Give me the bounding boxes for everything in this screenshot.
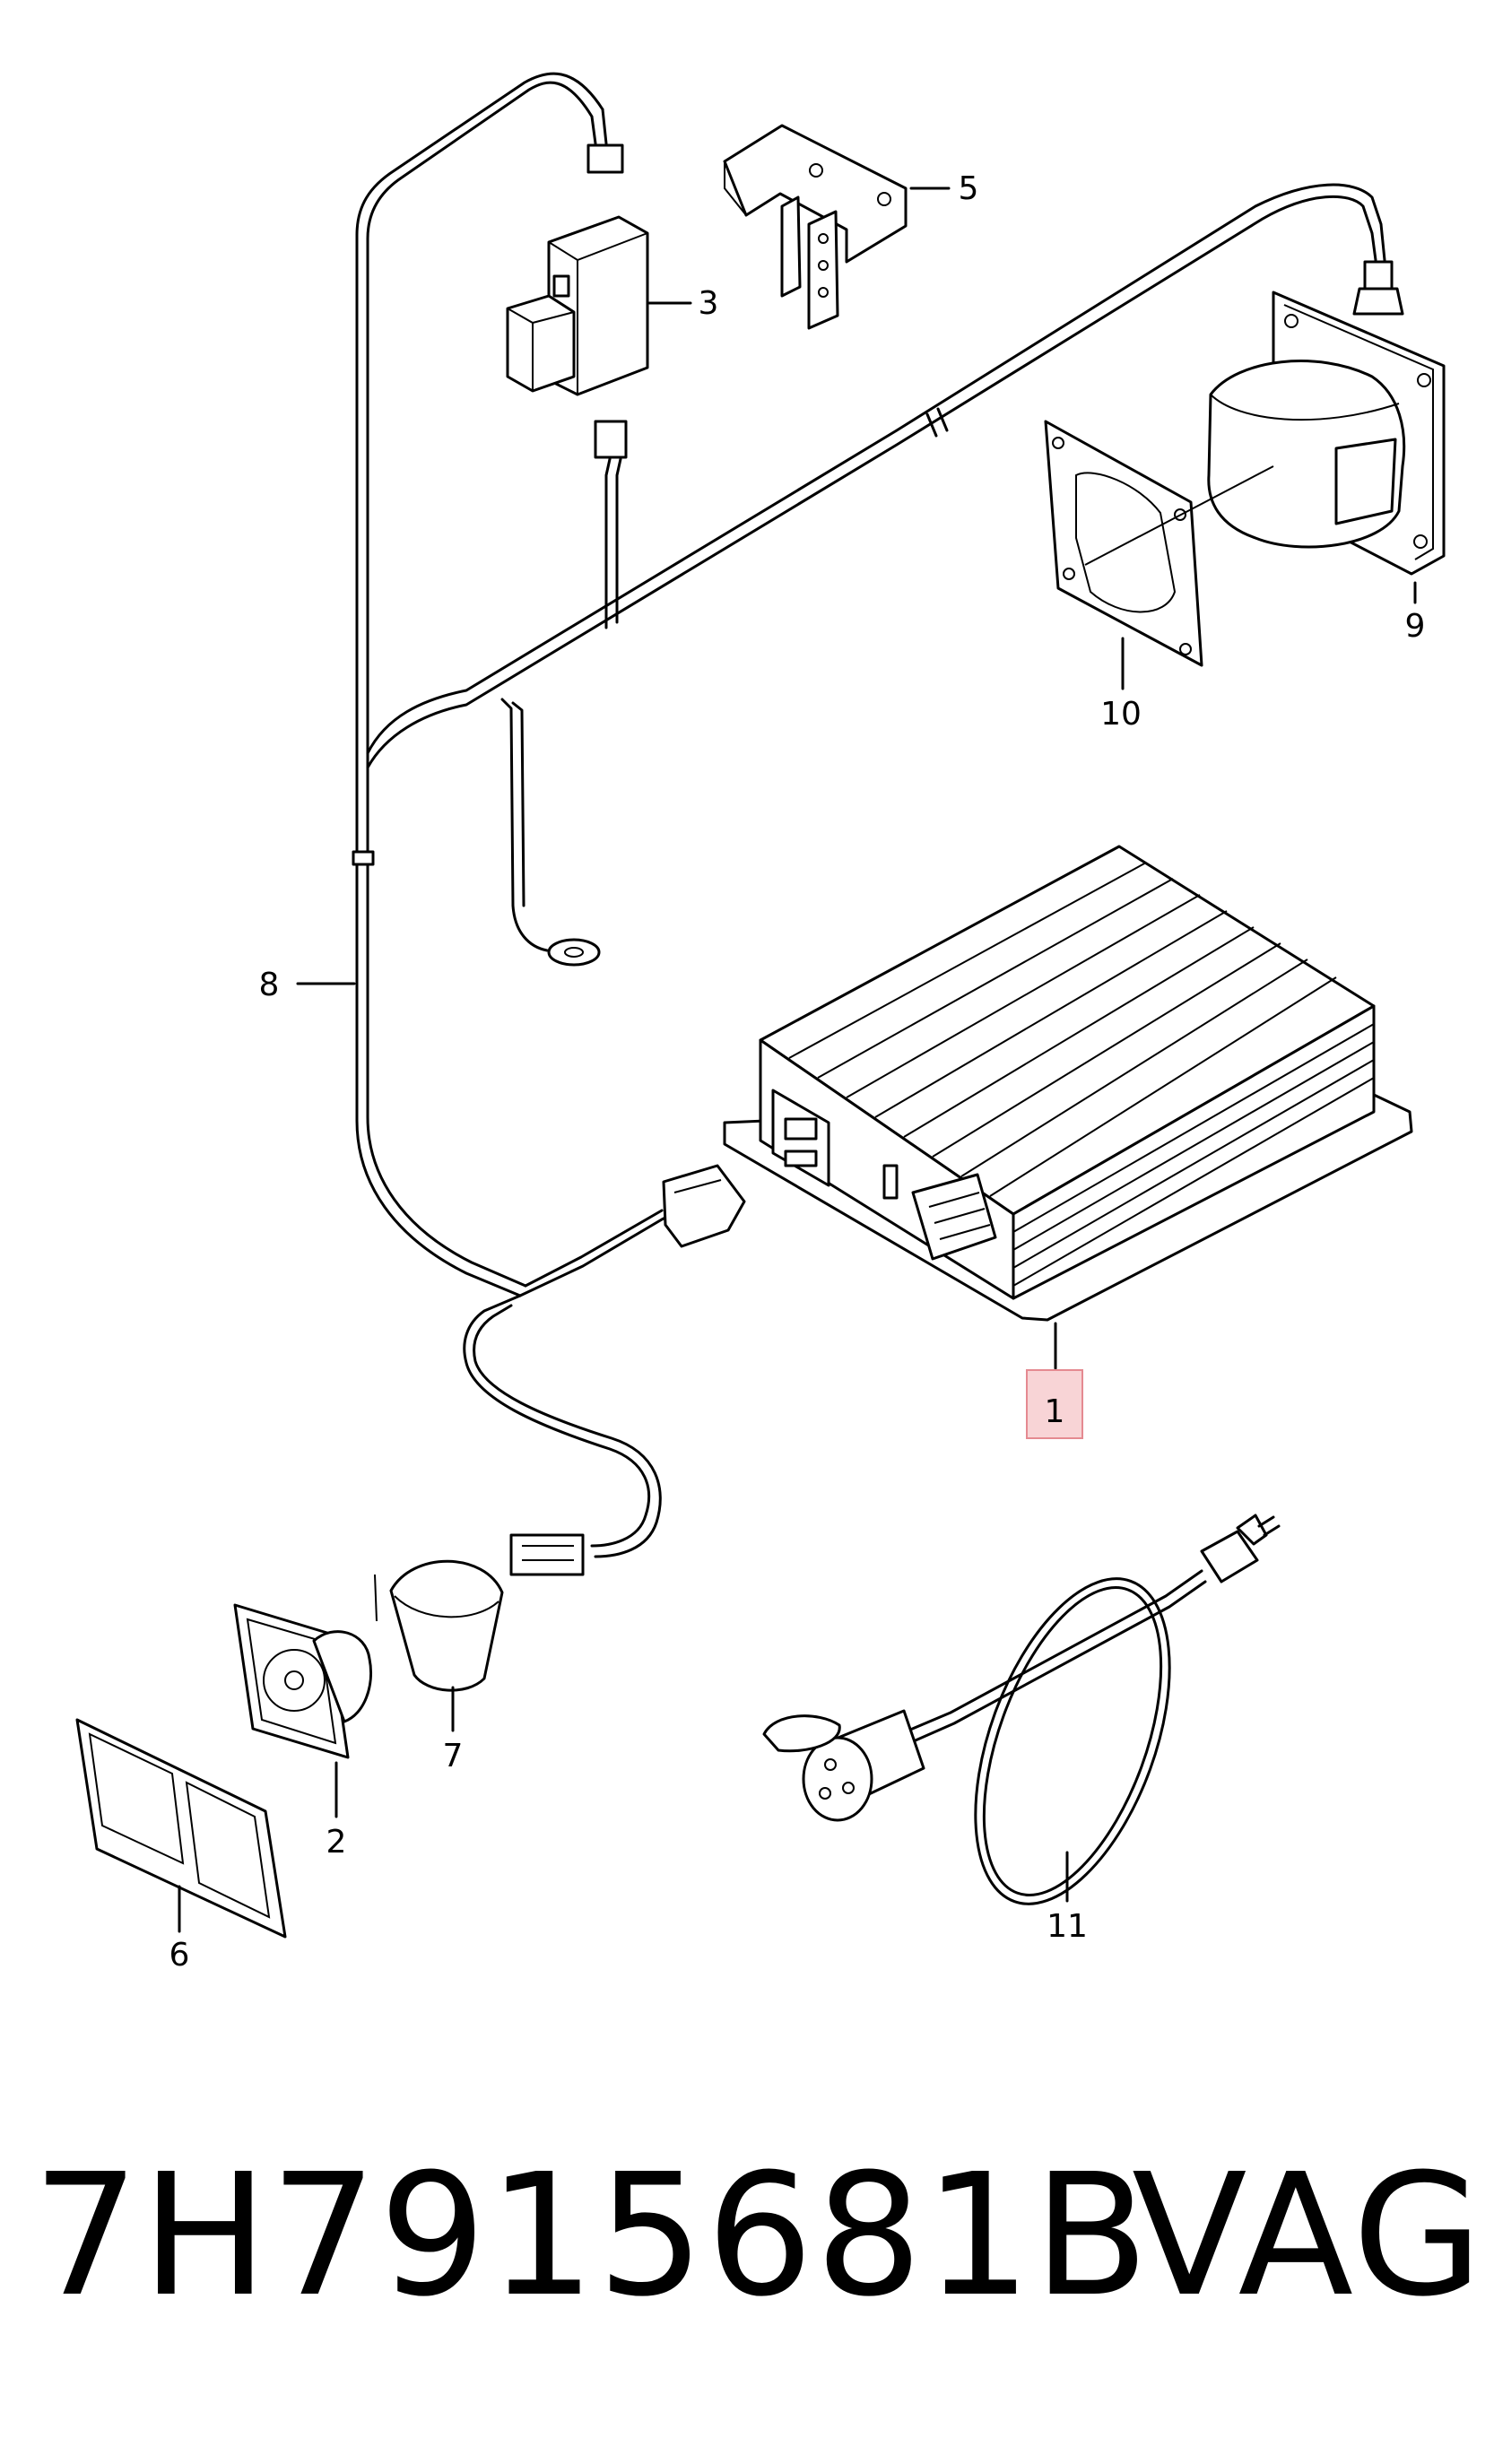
power-socket [233, 1603, 373, 1818]
callout-6-label: 6 [169, 1937, 190, 1974]
callout-1-label: 1 [1045, 1393, 1065, 1430]
part-number: 7H7915681B [32, 2138, 1151, 2334]
double-socket-frame [75, 1718, 287, 1939]
callout-8-label: 8 [259, 967, 280, 1003]
circuit-breaker [506, 215, 692, 396]
callout-7-label: 7 [443, 1738, 464, 1774]
wiring-harness [296, 72, 1404, 1576]
callout-10-label: 10 [1100, 696, 1142, 733]
callout-1 [1026, 1322, 1083, 1439]
callout-3-label: 3 [699, 285, 719, 322]
callout-11-label: 11 [1047, 1908, 1088, 1945]
inverter-unit [723, 845, 1413, 1322]
callout-2-label: 2 [326, 1824, 347, 1861]
extension-cable [762, 1514, 1281, 1905]
callout-9-label: 9 [1405, 608, 1426, 645]
socket-cover [374, 1559, 504, 1732]
callout-1-highlight-box [1026, 1369, 1083, 1439]
brand-name: VAG [1132, 2138, 1485, 2334]
fan-gasket [1044, 420, 1274, 690]
cooling-fan [1207, 291, 1446, 604]
callout-5-label: 5 [959, 170, 979, 207]
mounting-bracket [723, 124, 951, 330]
